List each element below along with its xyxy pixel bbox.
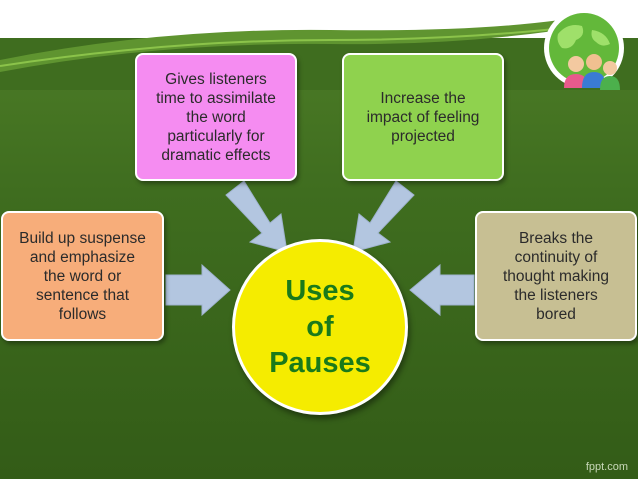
box-dramatic-effects: Gives listeners time to assimilate the w… [135, 53, 297, 181]
arrow-from-pink [225, 180, 288, 253]
globe-icon [544, 8, 624, 90]
people-icon [564, 54, 620, 90]
box-impact-of-feeling: Increase the impact of feeling projected [342, 53, 504, 181]
center-label: Uses of Pauses [269, 275, 371, 379]
arrow-from-orange [165, 263, 231, 317]
arrow-from-green [352, 180, 415, 253]
box-breaks-continuity: Breaks the continuity of thought making … [475, 211, 637, 341]
box-build-suspense: Build up suspense and emphasize the word… [1, 211, 164, 341]
arrow-from-tan [409, 263, 475, 317]
footer-credit: fppt.com [585, 461, 628, 473]
center-circle: Uses of Pauses [232, 239, 408, 415]
